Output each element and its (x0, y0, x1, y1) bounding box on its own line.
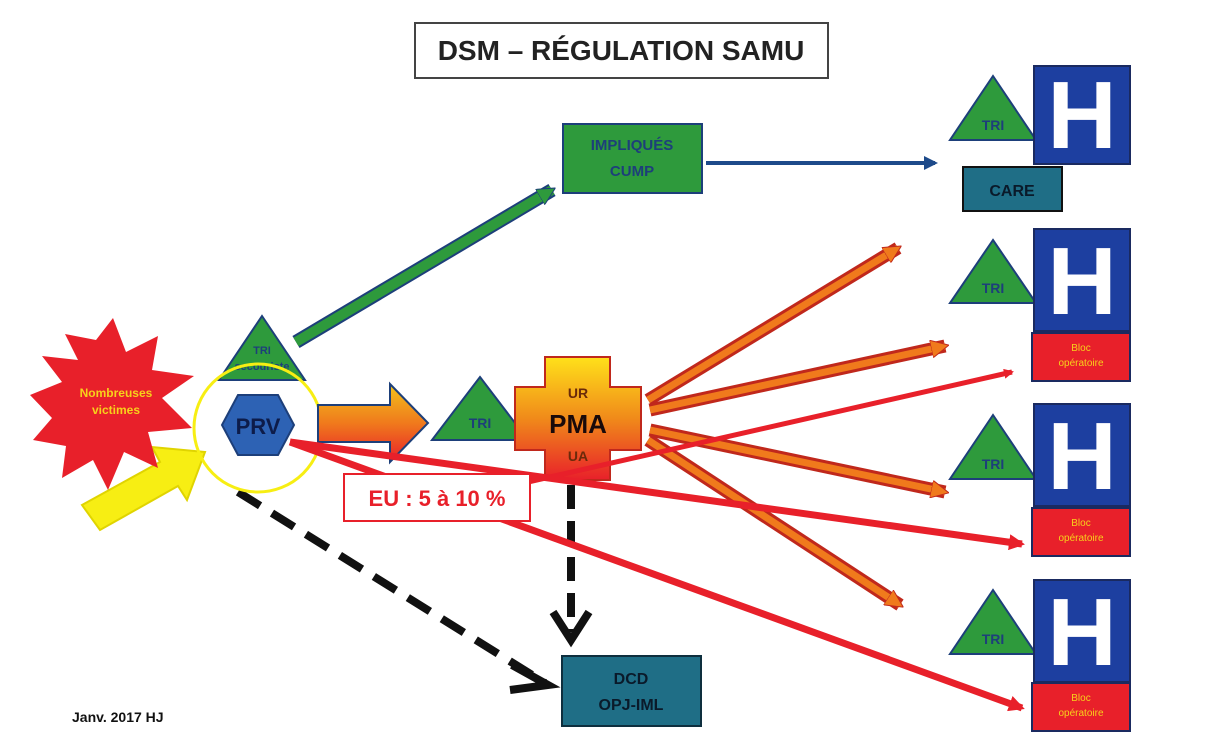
eu-label-text: EU : 5 à 10 % (369, 486, 506, 511)
fire-arrow (317, 381, 430, 465)
hospital-4-h: H (1047, 579, 1116, 686)
title-text: DSM – RÉGULATION SAMU (438, 35, 805, 66)
hospital-1-h: H (1047, 62, 1116, 169)
hospital-2-bloc-line2: opératoire (1058, 358, 1103, 369)
pma-ur: UR (568, 385, 588, 401)
footer-date: Janv. 2017 HJ (72, 709, 164, 725)
hospital-1: TRI H CARE (948, 62, 1131, 212)
eu-label-box: EU : 5 à 10 % (343, 473, 531, 522)
hospital-4: TRI H Bloc opératoire (948, 579, 1131, 732)
pma-label: PMA (549, 409, 607, 439)
impliques-line1: IMPLIQUÉS (591, 137, 674, 154)
hospital-3: TRI H Bloc opératoire (948, 403, 1131, 557)
tri-pma-triangle: TRI (429, 375, 531, 441)
event-label-line1: Nombreuses (80, 386, 153, 400)
yellow-arrow (80, 445, 207, 532)
pma-cross: UR PMA UA (514, 356, 642, 481)
hospital-2-bloc-line1: Bloc (1071, 343, 1090, 354)
impliques-line2: CUMP (610, 163, 654, 180)
orange-arrows (644, 242, 945, 611)
hospital-3-bloc-line2: opératoire (1058, 533, 1103, 544)
hospital-3-tri: TRI (982, 456, 1005, 472)
hospital-3-h: H (1047, 403, 1116, 510)
title-box: DSM – RÉGULATION SAMU (414, 22, 829, 79)
tri-secouriste-line1: TRI (253, 345, 271, 357)
hospital-1-tri: TRI (982, 117, 1005, 133)
prv-label: PRV (236, 414, 281, 439)
impliques-box: IMPLIQUÉS CUMP (562, 123, 703, 194)
hospital-1-care: CARE (989, 183, 1035, 200)
tri-secouriste-triangle: TRI secouriste (217, 314, 307, 381)
hospital-4-bloc-line1: Bloc (1071, 693, 1090, 704)
dcd-line1: DCD (614, 671, 649, 688)
dcd-line2: OPJ-IML (599, 697, 664, 714)
dcd-box: DCD OPJ-IML (561, 655, 702, 727)
event-starburst: Nombreuses victimes (30, 318, 194, 490)
event-label-line2: victimes (92, 403, 140, 417)
tri-pma-label: TRI (469, 415, 492, 431)
hospital-2-h: H (1047, 228, 1116, 335)
hospital-3-bloc-line1: Bloc (1071, 518, 1090, 529)
hospital-4-bloc-line2: opératoire (1058, 708, 1103, 719)
prv-node: PRV (220, 394, 296, 456)
hospital-4-tri: TRI (982, 631, 1005, 647)
dashed-arrows-dcd (235, 485, 593, 694)
hospital-2-tri: TRI (982, 280, 1005, 296)
pma-ua: UA (568, 448, 588, 464)
hospital-2: TRI H Bloc opératoire (948, 228, 1131, 382)
